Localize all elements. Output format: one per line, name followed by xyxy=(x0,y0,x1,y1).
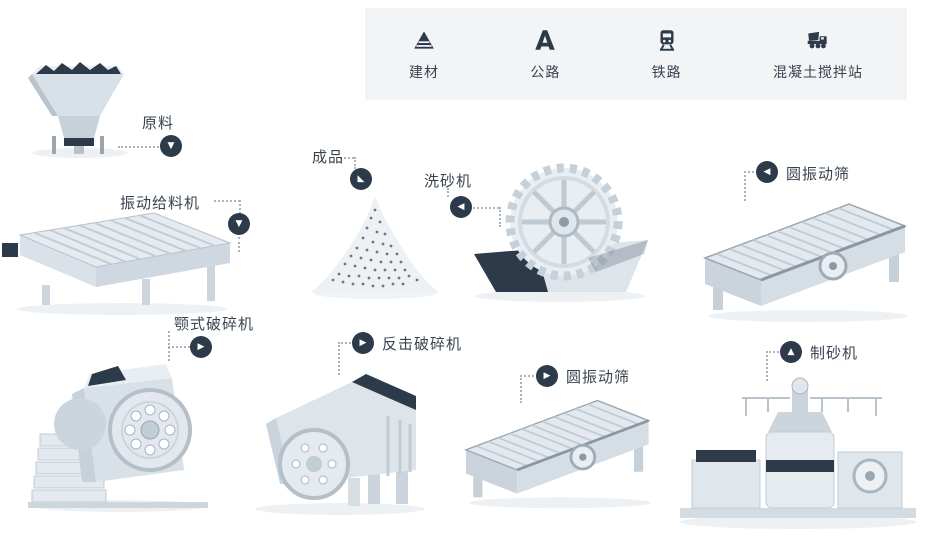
node-marker-badge: ◣ xyxy=(350,168,372,190)
connector-line xyxy=(118,146,162,148)
sand-making-machine-illustration xyxy=(672,372,924,532)
application-legend-bar: 建材 公路 铁路 xyxy=(365,8,907,100)
label-jaw-crusher: 颚式破碎机 xyxy=(174,315,255,333)
label-raw-material: 原料 xyxy=(142,114,175,132)
sand-washer-icon xyxy=(474,163,648,302)
connector-line xyxy=(338,342,340,375)
legend-item-railway: 铁路 xyxy=(652,27,682,82)
sand-washer-illustration xyxy=(468,162,653,304)
legend-item-highway: 公路 xyxy=(530,27,560,82)
connector-line xyxy=(766,351,768,381)
vibrating-screen-icon xyxy=(464,399,652,509)
direction-arrow-icon: ▼ xyxy=(235,218,243,229)
connector-line xyxy=(238,237,240,252)
label-impact-crusher: 反击破碎机 xyxy=(382,335,463,353)
connector-line xyxy=(214,200,240,202)
connector-line xyxy=(766,351,782,353)
connector-line xyxy=(744,171,746,201)
label-finished-product: 成品 xyxy=(312,148,345,166)
vibrating-screen-icon xyxy=(702,203,908,322)
label-sand-making-machine: 制砂机 xyxy=(810,344,859,362)
label-circular-vibrating-screen-lower: 圆振动筛 xyxy=(566,368,631,386)
materials-icon xyxy=(414,30,434,49)
connector-line xyxy=(473,207,499,209)
node-marker-badge: ▼ xyxy=(160,135,182,157)
mixer-truck-icon xyxy=(807,31,827,48)
connector-line xyxy=(239,200,241,214)
connector-line xyxy=(340,157,354,159)
direction-arrow-icon: ▼ xyxy=(167,140,175,151)
label-vibrating-feeder: 振动给料机 xyxy=(120,194,201,212)
connector-line xyxy=(520,375,538,377)
node-marker-badge: ▲ xyxy=(780,341,802,363)
connector-line xyxy=(168,346,190,348)
sand-maker-icon xyxy=(680,377,916,529)
direction-arrow-icon: ◀ xyxy=(763,166,771,177)
raw-material-hopper-illustration xyxy=(22,58,134,158)
legend-label: 铁路 xyxy=(651,64,682,81)
connector-line xyxy=(338,342,354,344)
impact-crusher-icon xyxy=(255,374,425,515)
direction-arrow-icon: ◣ xyxy=(357,173,365,184)
connector-line xyxy=(744,171,758,173)
connector-line xyxy=(447,188,449,197)
finished-product-pile-illustration xyxy=(305,192,445,300)
legend-item-concrete-mixing-station: 混凝土搅拌站 xyxy=(773,27,863,82)
direction-arrow-icon: ◀ xyxy=(457,201,465,212)
jaw-crusher-illustration xyxy=(22,350,217,515)
node-marker-badge: ▼ xyxy=(228,213,250,235)
label-sand-washer: 洗砂机 xyxy=(424,172,473,190)
node-marker-badge: ◀ xyxy=(450,196,472,218)
node-marker-badge: ▶ xyxy=(190,336,212,358)
vibrating-feeder-icon xyxy=(2,212,232,315)
hopper-icon xyxy=(28,62,128,158)
direction-arrow-icon: ▶ xyxy=(543,370,551,381)
railway-icon xyxy=(659,29,674,51)
node-marker-badge: ▶ xyxy=(352,332,374,354)
sand-pile-icon xyxy=(311,196,439,299)
legend-label: 公路 xyxy=(530,64,561,81)
connector-line xyxy=(520,375,522,403)
node-marker-badge: ◀ xyxy=(756,161,778,183)
legend-label: 建材 xyxy=(409,64,439,81)
connector-line xyxy=(499,207,501,227)
highway-icon xyxy=(535,29,556,50)
connector-line xyxy=(354,157,356,169)
impact-crusher-illustration xyxy=(248,352,433,517)
circular-vibrating-screen-lower-illustration xyxy=(455,384,665,512)
circular-vibrating-screen-upper-illustration xyxy=(693,186,923,326)
node-marker-badge: ▶ xyxy=(536,365,558,387)
jaw-crusher-icon xyxy=(28,364,208,512)
legend-item-building-materials: 建材 xyxy=(409,27,439,82)
label-circular-vibrating-screen-upper: 圆振动筛 xyxy=(786,165,851,183)
legend-label: 混凝土搅拌站 xyxy=(772,64,863,81)
vibrating-feeder-illustration xyxy=(2,205,237,317)
direction-arrow-icon: ▶ xyxy=(197,341,205,352)
direction-arrow-icon: ▲ xyxy=(787,346,795,357)
direction-arrow-icon: ▶ xyxy=(359,337,367,348)
